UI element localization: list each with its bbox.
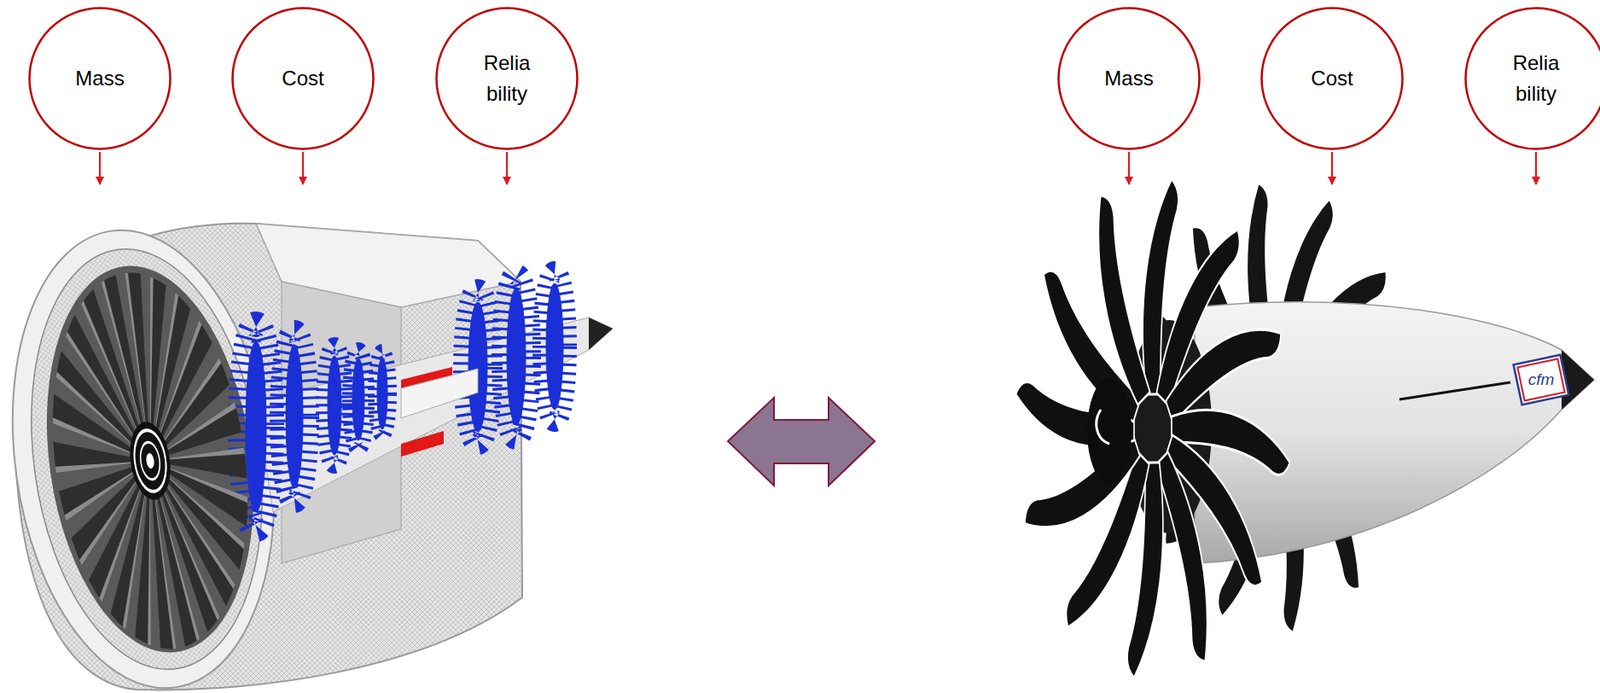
criterion-circle: Relia bility <box>435 6 579 151</box>
comparison-arrow <box>727 397 875 486</box>
criterion-circle: Mass <box>1057 6 1201 151</box>
circle-shape <box>1058 8 1200 150</box>
turbofan-engine <box>0 213 613 693</box>
circle-shape <box>436 8 578 150</box>
criterion-circle: Cost <box>1260 6 1404 151</box>
cfm-logo <box>1513 354 1570 406</box>
criterion-circle: Cost <box>231 6 375 151</box>
leader-arrows <box>99 151 1536 185</box>
criterion-label: Relia bility <box>1501 47 1571 110</box>
circle-outline <box>435 6 579 151</box>
circle-content: Mass <box>1057 6 1201 151</box>
open-rotor-engine <box>1015 179 1595 678</box>
circle-content: Mass <box>28 6 172 151</box>
criterion-circle: Relia bility <box>1464 6 1600 151</box>
circle-shape <box>232 8 374 150</box>
criterion-circle: Mass <box>28 6 172 151</box>
logo-label-box: cfm <box>1528 370 1555 390</box>
criterion-label: Mass <box>1104 63 1153 94</box>
circle-content: Cost <box>231 6 375 151</box>
logo-text: cfm <box>1528 370 1555 390</box>
circle-outline <box>1464 6 1600 151</box>
circle-content: Cost <box>1260 6 1404 151</box>
circle-content: Relia bility <box>1464 6 1600 151</box>
criterion-label: Mass <box>75 63 124 94</box>
circle-shape <box>1466 8 1600 150</box>
criterion-label: Cost <box>1310 63 1353 94</box>
criterion-label: Relia bility <box>472 47 542 110</box>
circle-shape <box>29 8 171 150</box>
criterion-label: Cost <box>281 63 324 94</box>
circle-shape <box>1262 8 1403 150</box>
circle-content: Relia bility <box>435 6 579 151</box>
